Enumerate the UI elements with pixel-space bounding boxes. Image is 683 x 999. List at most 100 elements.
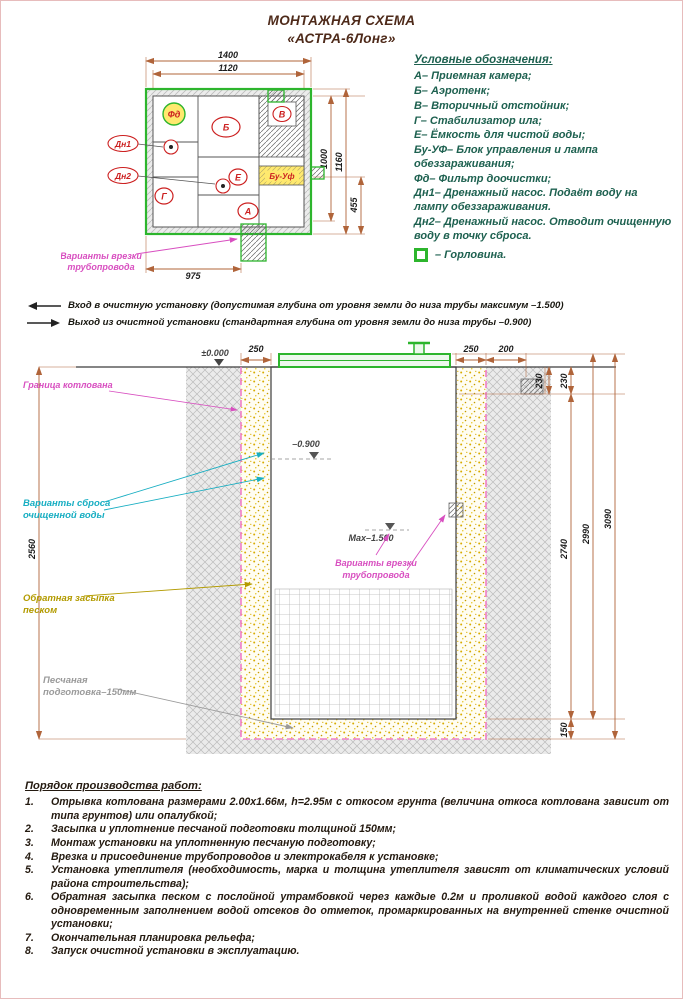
- plan-dim-1160: 1160: [334, 152, 344, 171]
- legend-item-neck: – Горловина.: [414, 248, 674, 263]
- dn2-ellipse: [107, 166, 139, 185]
- inlet-arrow-icon: [28, 301, 61, 310]
- backfill-leader: [83, 581, 253, 597]
- procedure-item-1: 1. Отрывка котлована размерами 2.00х1.66…: [25, 796, 669, 822]
- dim-250-left: 250: [247, 344, 263, 354]
- sandprep-leader: [116, 688, 294, 730]
- plan-label-e: Е: [235, 173, 242, 183]
- pit-boundary-leader: [108, 390, 238, 412]
- sand-backfill-left: [241, 367, 271, 719]
- dim-230-a: 230: [534, 373, 544, 389]
- cleanwater-ellipse: [228, 168, 248, 186]
- plan-label-fd: Фд: [168, 110, 181, 120]
- section-dimension-lines: [35, 353, 619, 740]
- page-title: МОНТАЖНАЯ СХЕМА «АСТРА-6Лонг»: [1, 12, 682, 47]
- outlet-note-text: Выход из очистной установки (стандартная…: [68, 317, 532, 328]
- section-pipe-note-2: трубопровода: [342, 570, 409, 580]
- level-zero-mark: [214, 359, 224, 366]
- plan-label-v: В: [279, 110, 286, 120]
- aerotank-ellipse: [211, 116, 241, 138]
- label-sandprep-1: Песчаная: [43, 675, 88, 686]
- vent-pipe: [413, 342, 425, 355]
- plan-label-b: Б: [223, 123, 230, 133]
- plan-dim-1400: 1400: [218, 50, 238, 60]
- intake-ellipse: [237, 202, 259, 220]
- legend-neck-label: – Горловина.: [435, 248, 507, 261]
- legend-heading: Условные обозначения:: [414, 54, 553, 66]
- pipe-note-arrow-2: [406, 514, 446, 571]
- procedure-item-5: 5. Установка утеплителя (необходимость, …: [25, 864, 669, 890]
- filter-circle: [162, 102, 186, 126]
- plan-pipe-note-2: трубопровода: [67, 262, 134, 272]
- procedure-item-3: 3. Монтаж установки на уплотненную песча…: [25, 836, 376, 849]
- dim-200: 200: [497, 344, 513, 354]
- neck-icon: [414, 248, 428, 263]
- procedure-item-8: 8. Запуск очистной установки в эксплуата…: [25, 945, 300, 958]
- level-max-mark: [385, 523, 395, 530]
- plan-dim-1120: 1120: [218, 63, 237, 73]
- legend-item-fd: Фд– Фильтр доочистки;: [414, 172, 552, 185]
- procedure-item-2: 2. Засыпка и уплотнение песчаной подгото…: [25, 823, 397, 836]
- level-zero: ±0.000: [201, 348, 228, 358]
- plan-pipe-note-1: Варианты врезки: [61, 251, 142, 261]
- procedure-item-7: 7. Окончательная планировка рельефа;: [25, 931, 255, 944]
- dim-2990: 2990: [581, 524, 591, 545]
- top-pipe-stub: [267, 89, 285, 103]
- outlet-pipe-stub: [310, 166, 325, 180]
- plan-label-dn2: Дн2: [114, 171, 131, 181]
- stabilizer-ellipse: [154, 187, 174, 205]
- legend-item-v: В– Вторичный отстойник;: [414, 99, 570, 112]
- procedure-heading: Порядок производства работ:: [25, 780, 202, 792]
- inlet-pipe-zone: [240, 223, 267, 262]
- legend-item-g: Г– Стабилизатор ила;: [414, 114, 543, 127]
- inlet-note-text: Вход в очистную установку (допустимая гл…: [68, 300, 564, 311]
- legend-item-buuf: Бу-УФ– Блок управления и лампа обеззараж…: [414, 144, 598, 170]
- legend-item-e: Е– Ёмкость для чистой воды;: [414, 129, 586, 142]
- legend-item-dn1: Дн1– Дренажный насос. Подаёт воду на лам…: [414, 187, 638, 214]
- legend-item-dn2: Дн2– Дренажный насос. Отводит очищенную …: [414, 215, 672, 242]
- pit-boundary: [240, 367, 487, 740]
- dim-250-right: 250: [462, 344, 478, 354]
- tank-grid-zone: [274, 588, 453, 717]
- label-discharge-2: очищенной воды: [23, 510, 105, 521]
- pump2-dot: [221, 184, 225, 188]
- settler-ellipse: [272, 105, 292, 123]
- plan-dimension-lines: [145, 57, 365, 273]
- sand-prep-layer: [241, 719, 486, 739]
- pump1-dot: [169, 145, 173, 149]
- pump2-leader: [137, 175, 216, 185]
- plan-label-a: А: [244, 207, 252, 217]
- cross-section-diagram: ±0.000 –0.900 Max–1.500: [23, 341, 625, 754]
- pump1-leader: [137, 143, 164, 148]
- control-unit-label-bg: [265, 170, 299, 182]
- procedure-section: Порядок производства работ: 1. Отрывка к…: [25, 779, 669, 959]
- sand-backfill-right: [456, 367, 486, 719]
- outlet-note-row: Выход из очистной установки (стандартная…: [27, 317, 531, 328]
- dim-150: 150: [559, 722, 569, 737]
- level-0900-mark: [309, 452, 319, 459]
- procedure-item-6: 6. Обратная засыпка песком с послойной у…: [25, 891, 669, 931]
- level-0900: –0.900: [292, 439, 320, 449]
- pipe-note-arrow-1: [375, 533, 390, 556]
- plan-label-dn1: Дн1: [114, 139, 131, 149]
- plan-pipe-note-arrow: [135, 237, 238, 255]
- label-backfill-1: Обратная засыпка: [23, 593, 115, 604]
- plan-dim-1000: 1000: [319, 149, 329, 169]
- label-pit-boundary: Граница котлована: [23, 380, 113, 390]
- dim-2740: 2740: [559, 539, 569, 560]
- procedure-item-4: 4. Врезка и присоединение трубопроводов …: [25, 850, 439, 863]
- label-sandprep-2: подготовка–150мм: [43, 687, 136, 698]
- outlet-arrow-icon: [27, 318, 60, 327]
- label-discharge-1: Варианты сброса: [23, 498, 110, 509]
- plan-dim-975: 975: [185, 271, 201, 281]
- discharge-arrow-2: [103, 476, 265, 511]
- discharge-arrow-1: [103, 452, 265, 503]
- legend: Условные обозначения: А– Приемная камера…: [414, 53, 674, 263]
- inlet-note-row: Вход в очистную установку (допустимая гл…: [27, 300, 564, 311]
- title-line1: МОНТАЖНАЯ СХЕМА: [267, 13, 416, 28]
- label-backfill-2: песком: [23, 605, 57, 616]
- level-max: Max–1.500: [348, 533, 393, 543]
- title-line2: «АСТРА-6Лонг»: [287, 30, 396, 46]
- plan-view-diagram: 1400 1120 1000 1160 455 975 Фд Б В Г Е Б…: [61, 50, 365, 281]
